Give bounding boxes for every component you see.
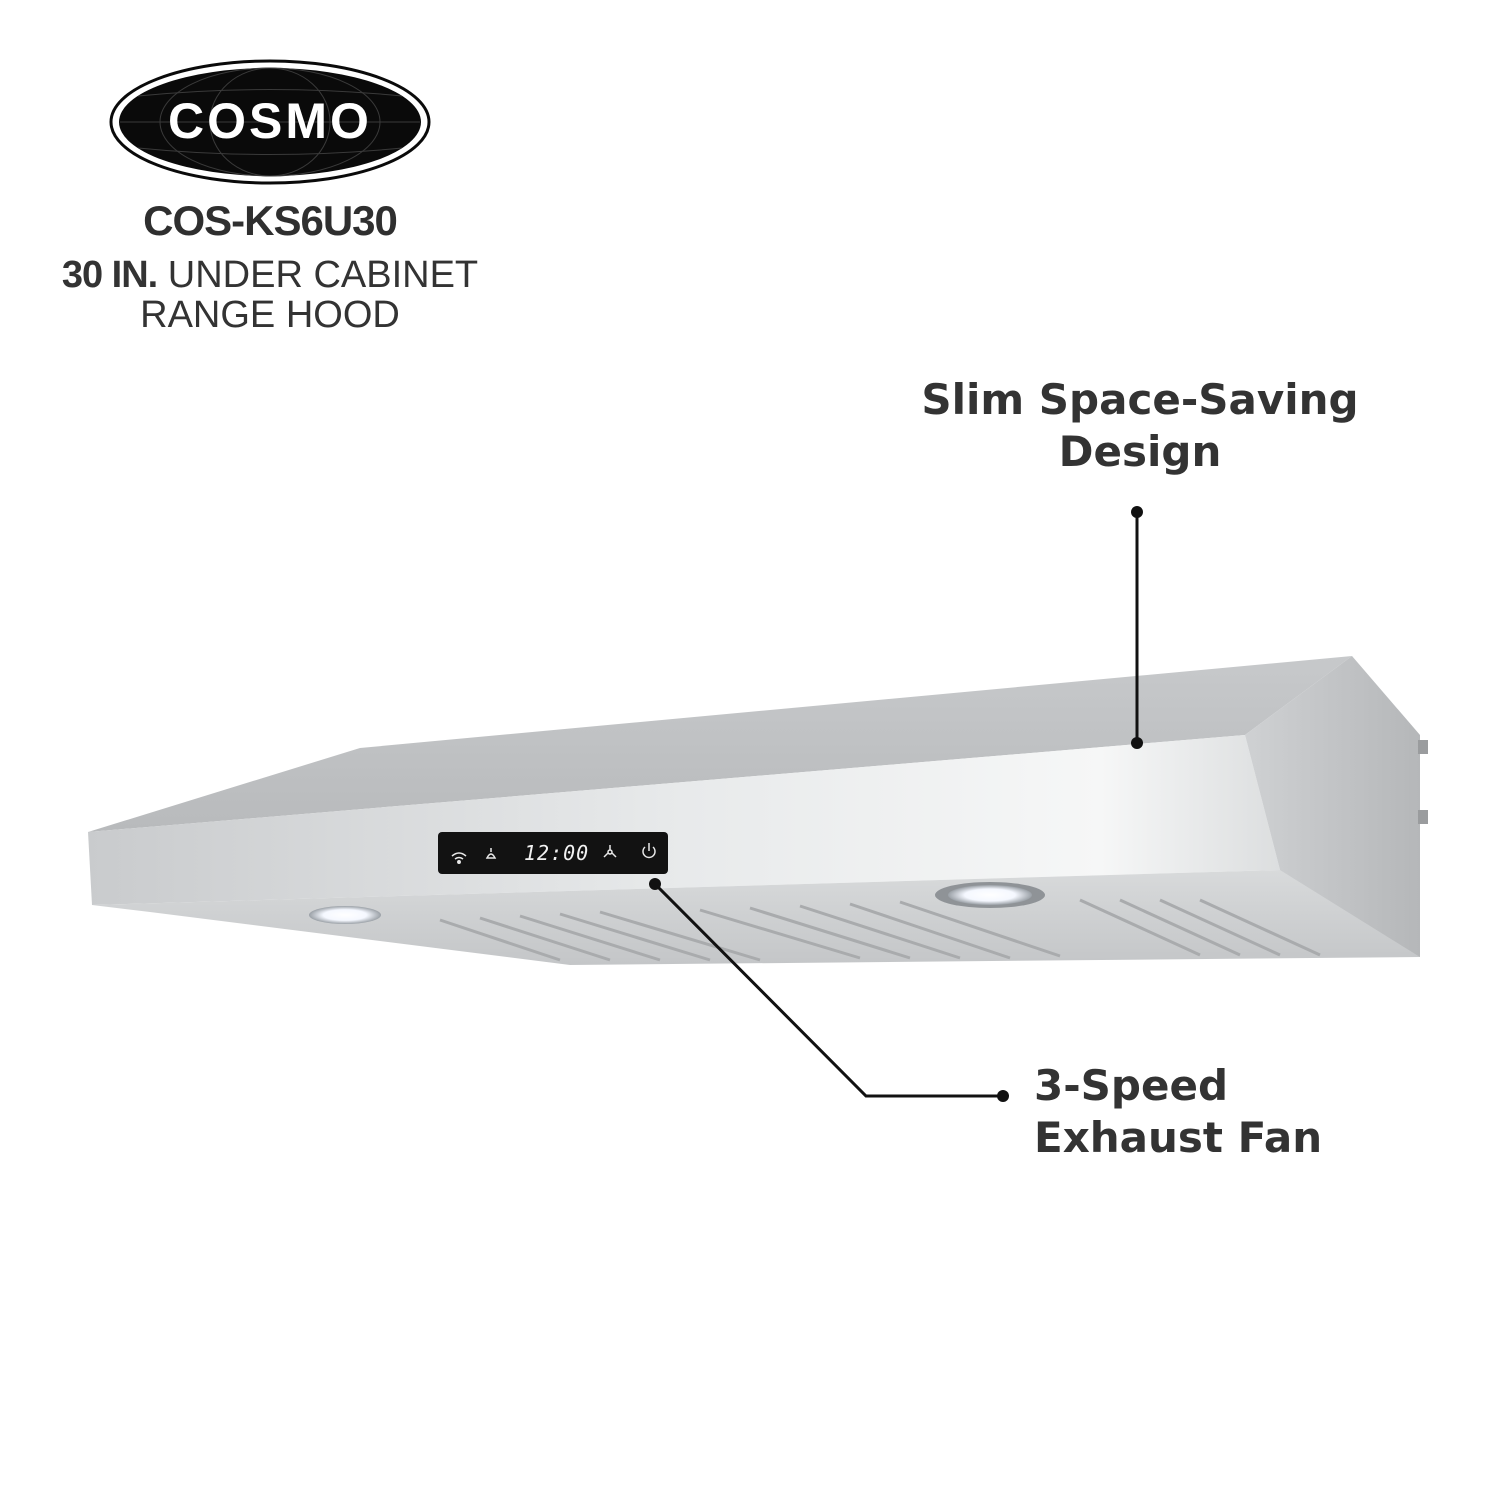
callout-2-line2: Exhaust Fan	[1034, 1113, 1323, 1162]
callout-2-line1: 3-Speed	[1034, 1061, 1229, 1110]
callout-slim-design: Slim Space-Saving Design	[880, 374, 1400, 478]
callout-1-line1: Slim Space-Saving	[921, 375, 1359, 424]
wifi-icon[interactable]	[451, 852, 467, 864]
fan-icon[interactable]	[603, 845, 617, 858]
cosmo-logo: COSMO	[109, 59, 431, 185]
power-icon[interactable]	[642, 843, 656, 859]
product-size: 30 IN.	[61, 254, 158, 296]
logo-text: COSMO	[168, 93, 372, 149]
callout-1-line2: Design	[1058, 427, 1222, 476]
product-type-line1: UNDER CABINET	[167, 254, 479, 296]
callout-exhaust-fan: 3-Speed Exhaust Fan	[1034, 1060, 1322, 1164]
display-time: 12:00	[524, 841, 590, 865]
product-description: 30 IN. UNDER CABINET RANGE HOOD	[0, 255, 540, 335]
product-type-line2: RANGE HOOD	[140, 294, 400, 336]
light-icon[interactable]	[485, 848, 497, 859]
model-number: COS-KS6U30	[143, 197, 398, 244]
